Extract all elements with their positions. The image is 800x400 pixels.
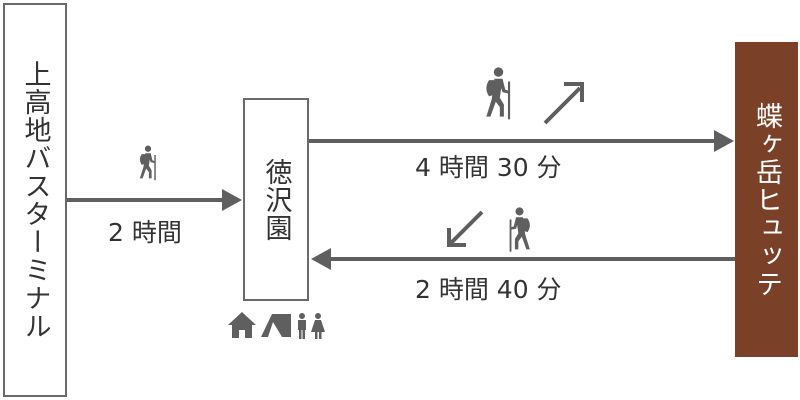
tent-icon: [261, 314, 291, 337]
station-label: 上高地バスターミナル: [19, 60, 51, 340]
hiker-icon: [486, 67, 511, 120]
down-left-arrow-icon: [447, 210, 484, 247]
restroom-icon: [298, 313, 325, 339]
station-tokusawaen: 徳沢園: [243, 98, 309, 301]
station-label: 蝶ヶ岳ヒュッテ: [751, 101, 782, 298]
station-chogatake-hutte: 蝶ヶ岳ヒュッテ: [735, 42, 798, 357]
house-icon: [228, 312, 256, 338]
facility-icons: [228, 312, 325, 339]
hiker-icon: [139, 145, 156, 181]
arrow-end-to-middle: [311, 248, 735, 270]
leg-duration-start-to-middle: 2 時間: [108, 218, 182, 247]
arrow-start-to-middle: [67, 189, 242, 211]
arrow-middle-to-end: [309, 130, 734, 152]
leg-duration-middle-to-end: 4 時間 30 分: [415, 153, 562, 182]
station-label: 徳沢園: [260, 157, 292, 242]
leg-duration-end-to-middle: 2 時間 40 分: [415, 275, 562, 304]
hiker-icon: [509, 207, 530, 252]
up-right-arrow-icon: [543, 82, 584, 125]
station-kamikochi-bus-terminal: 上高地バスターミナル: [3, 3, 67, 397]
